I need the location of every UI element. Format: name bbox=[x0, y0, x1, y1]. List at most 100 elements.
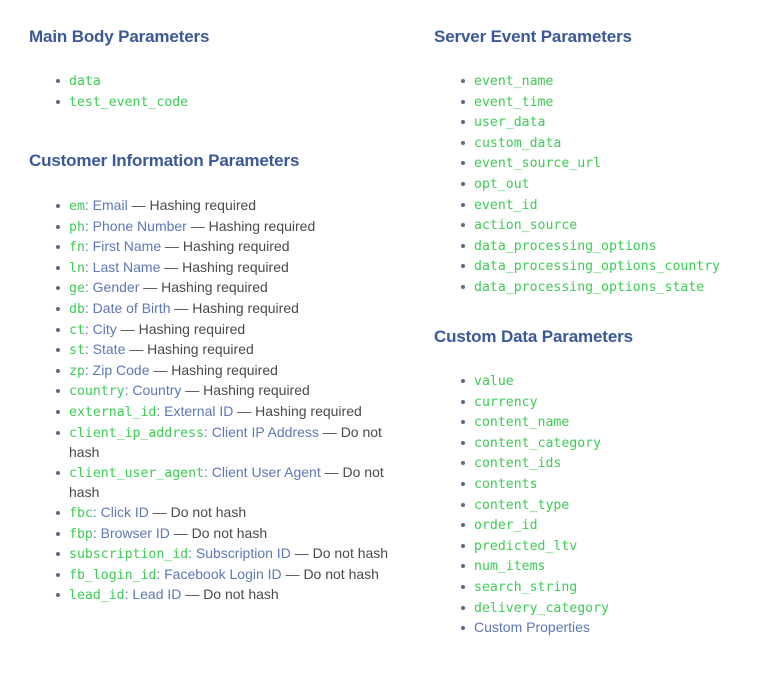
param-dash: — bbox=[143, 279, 158, 296]
param-link[interactable]: Facebook Login ID bbox=[164, 565, 282, 582]
param-colon: : bbox=[188, 545, 192, 562]
list-item: fn: First Name — Hashing required bbox=[29, 237, 414, 258]
param-description: Hashing required bbox=[182, 238, 290, 255]
param-description: Do not hash bbox=[170, 503, 247, 520]
param-code[interactable]: content_category bbox=[474, 435, 602, 451]
param-dash: — bbox=[190, 217, 205, 234]
param-code[interactable]: data bbox=[69, 74, 101, 89]
param-link[interactable]: Lead ID bbox=[132, 586, 182, 603]
param-dash: — bbox=[185, 586, 200, 603]
param-code[interactable]: event_time bbox=[474, 94, 554, 110]
param-code[interactable]: content_ids bbox=[474, 456, 562, 472]
list-item: content_ids bbox=[434, 453, 754, 474]
param-code: zp bbox=[69, 363, 85, 379]
list-item: subscription_id: Subscription ID — Do no… bbox=[29, 544, 414, 565]
list-item: fbc: Click ID — Do not hash bbox=[29, 503, 414, 524]
param-dash: — bbox=[324, 463, 339, 480]
param-code: fbc bbox=[69, 505, 93, 521]
param-dash: — bbox=[131, 197, 146, 213]
param-code[interactable]: event_name bbox=[474, 74, 554, 89]
list-item: user_data bbox=[434, 112, 754, 133]
param-code[interactable]: content_type bbox=[474, 497, 570, 513]
param-link[interactable]: Country bbox=[132, 382, 182, 399]
param-code: country bbox=[69, 384, 125, 400]
param-colon: : bbox=[84, 341, 89, 358]
param-code[interactable]: opt_out bbox=[474, 176, 530, 192]
param-code[interactable]: data_processing_options_country bbox=[474, 259, 721, 275]
list-item: ct: City — Hashing required bbox=[29, 320, 414, 341]
param-colon: : bbox=[92, 524, 97, 541]
list-item: client_ip_address: Client IP Address — D… bbox=[29, 423, 414, 463]
param-code: ph bbox=[69, 219, 85, 235]
list-item: contents bbox=[434, 474, 754, 495]
list-item: zp: Zip Code — Hashing required bbox=[29, 361, 414, 382]
param-code[interactable]: test_event_code bbox=[69, 94, 189, 110]
section-heading-server-event: Server Event Parameters bbox=[434, 27, 632, 46]
param-link[interactable]: Custom Properties bbox=[474, 619, 590, 636]
list-item: value bbox=[434, 371, 754, 392]
param-colon: : bbox=[84, 217, 89, 234]
list-item: em: Email — Hashing required bbox=[29, 196, 414, 217]
param-link[interactable]: Client User Agent bbox=[211, 463, 321, 480]
param-dash: — bbox=[285, 565, 300, 582]
param-description: Hashing required bbox=[208, 217, 316, 234]
param-colon: : bbox=[156, 402, 161, 419]
param-link[interactable]: External ID bbox=[164, 402, 234, 419]
param-code[interactable]: data_processing_options bbox=[474, 238, 657, 254]
param-link[interactable]: Last Name bbox=[92, 258, 161, 275]
param-description: Do not hash bbox=[303, 565, 379, 582]
param-dash: — bbox=[120, 320, 135, 337]
param-code[interactable]: action_source bbox=[474, 218, 578, 234]
param-code[interactable]: value bbox=[474, 374, 514, 389]
list-item: currency bbox=[434, 392, 754, 413]
list-customer-information-parameters: em: Email — Hashing required ph: Phone N… bbox=[29, 196, 414, 606]
list-item: event_id bbox=[434, 195, 754, 216]
param-code[interactable]: user_data bbox=[474, 115, 546, 131]
param-description: Hashing required bbox=[171, 361, 278, 378]
param-link[interactable]: Gender bbox=[92, 279, 140, 296]
list-item: db: Date of Birth — Hashing required bbox=[29, 299, 414, 320]
param-list: event_name event_time user_data custom_d… bbox=[434, 71, 754, 298]
param-code[interactable]: search_string bbox=[474, 579, 578, 595]
param-code: fb_login_id bbox=[69, 567, 157, 583]
param-code[interactable]: event_id bbox=[474, 197, 538, 213]
param-link[interactable]: Subscription ID bbox=[195, 545, 291, 562]
param-code[interactable]: content_name bbox=[474, 415, 570, 431]
param-code[interactable]: num_items bbox=[474, 559, 546, 575]
param-code[interactable]: data_processing_options_state bbox=[474, 279, 705, 295]
param-link[interactable]: City bbox=[92, 320, 117, 337]
section-heading-custom-data: Custom Data Parameters bbox=[434, 327, 633, 346]
param-dash: — bbox=[164, 258, 179, 275]
list-item: delivery_category bbox=[434, 598, 754, 619]
param-link[interactable]: Click ID bbox=[100, 503, 149, 520]
list-item: ph: Phone Number — Hashing required bbox=[29, 217, 414, 238]
list-item: client_user_agent: Client User Agent — D… bbox=[29, 463, 414, 503]
param-link[interactable]: State bbox=[92, 341, 126, 358]
param-code[interactable]: delivery_category bbox=[474, 600, 609, 616]
param-code: client_user_agent bbox=[69, 465, 204, 481]
param-dash: — bbox=[173, 524, 188, 541]
list-item: external_id: External ID — Hashing requi… bbox=[29, 402, 414, 423]
param-link[interactable]: Zip Code bbox=[92, 361, 150, 378]
param-list: data test_event_code bbox=[29, 71, 414, 112]
param-link[interactable]: Browser ID bbox=[100, 524, 170, 541]
param-link[interactable]: Client IP Address bbox=[211, 423, 319, 440]
param-code[interactable]: custom_data bbox=[474, 135, 562, 151]
param-code[interactable]: contents bbox=[474, 476, 538, 492]
param-code[interactable]: event_source_url bbox=[474, 156, 602, 172]
param-link[interactable]: First Name bbox=[92, 238, 162, 255]
param-dash: — bbox=[185, 382, 200, 399]
param-code[interactable]: currency bbox=[474, 394, 538, 410]
param-code[interactable]: predicted_ltv bbox=[474, 538, 578, 554]
param-code[interactable]: order_id bbox=[474, 518, 538, 534]
param-description: Hashing required bbox=[255, 402, 362, 419]
list-item: content_type bbox=[434, 495, 754, 516]
param-description: Hashing required bbox=[147, 341, 254, 358]
param-code: ln bbox=[69, 260, 85, 276]
param-link[interactable]: Phone Number bbox=[92, 217, 187, 234]
list-item: num_items bbox=[434, 556, 754, 577]
param-description: Do not hash bbox=[312, 545, 389, 562]
param-link[interactable]: Email bbox=[92, 197, 128, 213]
param-link[interactable]: Date of Birth bbox=[92, 299, 171, 316]
list-item: country: Country — Hashing required bbox=[29, 381, 414, 402]
